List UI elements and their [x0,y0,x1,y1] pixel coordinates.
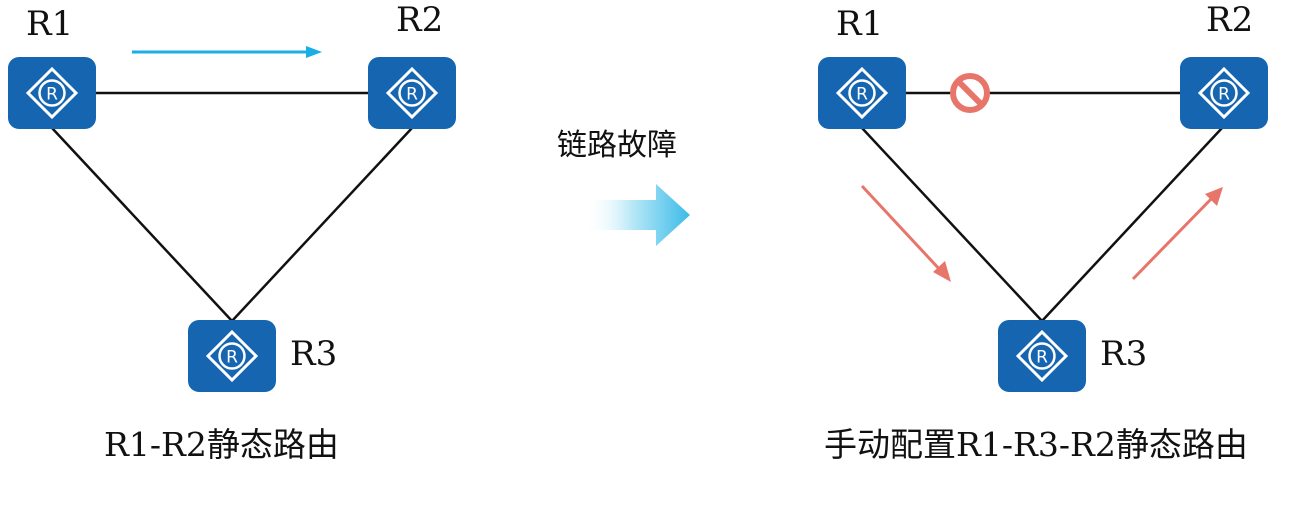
right-r1-label: R1 [836,4,884,44]
left-r1-label: R1 [26,4,74,44]
gradient-right-arrow-icon [584,184,690,246]
prohibited-icon [950,73,990,113]
left-link-r1-r3 [51,127,233,322]
left-r2-label: R2 [396,0,444,40]
right-r3-label: R3 [1100,334,1148,374]
router-icon [1180,57,1268,129]
router-icon [8,57,96,129]
router-icon [188,320,276,392]
blue-arrow-icon [132,46,322,58]
left-caption: R1-R2静态路由 [104,425,339,464]
router-icon [998,320,1086,392]
right-r2-label: R2 [1206,0,1254,40]
right-link-r1-r3 [861,127,1043,322]
router-icon [368,57,456,129]
left-link-r2-r3 [231,127,413,322]
router-icon [818,57,906,129]
right-link-r2-r3 [1041,127,1223,322]
red-arrow-icon [860,184,951,282]
left-r3-label: R3 [290,334,338,374]
red-arrow-icon [1131,187,1223,281]
right-caption: 手动配置R1-R3-R2静态路由 [824,425,1248,464]
link-fault-label: 链路故障 [557,128,677,163]
